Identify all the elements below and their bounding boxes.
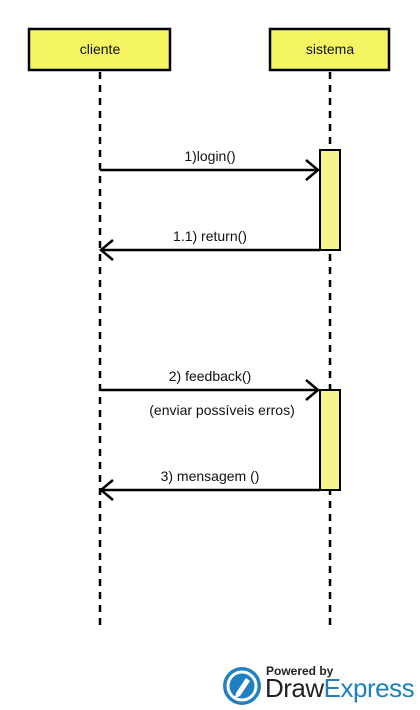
activation-bar-2 [319, 389, 341, 491]
message-login-label: 1)login() [184, 148, 235, 164]
activation-bar-1 [319, 149, 341, 251]
brand-name-express: Express [323, 673, 415, 703]
brand-name: DrawExpress [265, 673, 415, 704]
message-mensagem-label: 3) mensagem () [161, 468, 260, 484]
actor-cliente-label: cliente [80, 41, 121, 57]
powered-by-text: Powered by [266, 664, 334, 678]
actor-sistema[interactable]: sistema [268, 27, 391, 72]
message-feedback-label: 2) feedback() [169, 368, 251, 384]
drawexpress-brand: Powered by DrawExpress [222, 662, 420, 708]
message-login[interactable]: 1)login() [100, 148, 320, 181]
sequence-diagram: cliente sistema 1)login() 1.1) return() … [27, 27, 391, 625]
actor-cliente[interactable]: cliente [27, 27, 172, 72]
message-mensagem[interactable]: 3) mensagem () [99, 468, 320, 501]
message-feedback-note: (enviar possíveis erros) [149, 402, 295, 418]
actor-sistema-label: sistema [306, 41, 354, 57]
drawexpress-logo-icon [223, 667, 261, 705]
message-feedback[interactable]: 2) feedback() (enviar possíveis erros) [100, 368, 320, 418]
brand-name-draw: Draw [265, 673, 324, 703]
message-return[interactable]: 1.1) return() [99, 228, 320, 261]
message-return-label: 1.1) return() [173, 228, 247, 244]
